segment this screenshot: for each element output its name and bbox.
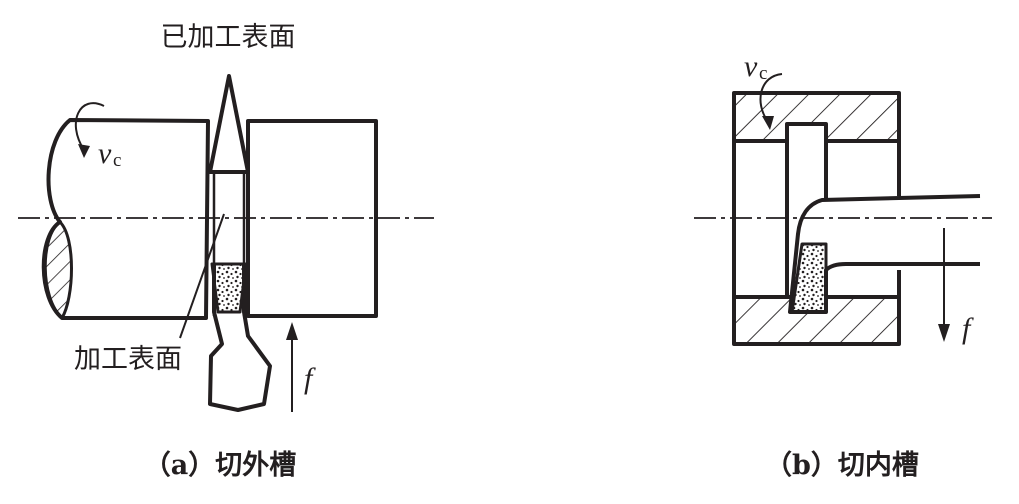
- caption-a: （a）切外槽: [144, 450, 297, 481]
- label-f-a: f: [304, 362, 316, 395]
- rotation-arrow-a: [74, 102, 105, 151]
- tool-shank: [208, 264, 272, 412]
- machining-surface-leader: [179, 213, 225, 339]
- label-machining-surface: 加工表面: [74, 344, 182, 375]
- label-vc-b-subscript: c: [759, 63, 767, 84]
- label-machined-surface: 已加工表面: [161, 22, 296, 53]
- internal-tool-insert: [790, 242, 828, 314]
- tool-insert: [210, 262, 248, 314]
- caption-b: （b）切内槽: [765, 450, 919, 481]
- rotation-arrowhead-a: [78, 144, 90, 158]
- rotation-arrowhead-b: [762, 116, 774, 130]
- feed-arrowhead-b: [938, 324, 950, 342]
- label-vc-a: v: [98, 137, 112, 170]
- label-vc-a-subscript: c: [113, 150, 121, 171]
- diagram-external-grooving: [41, 74, 378, 412]
- workpiece-cut-face-hatch: [43, 220, 73, 320]
- tool-blade-tip: [208, 74, 250, 174]
- diagram-internal-grooving: [732, 91, 981, 346]
- label-vc-b: v: [744, 50, 758, 83]
- label-f-b: f: [962, 312, 974, 345]
- feed-arrowhead-a: [286, 322, 298, 340]
